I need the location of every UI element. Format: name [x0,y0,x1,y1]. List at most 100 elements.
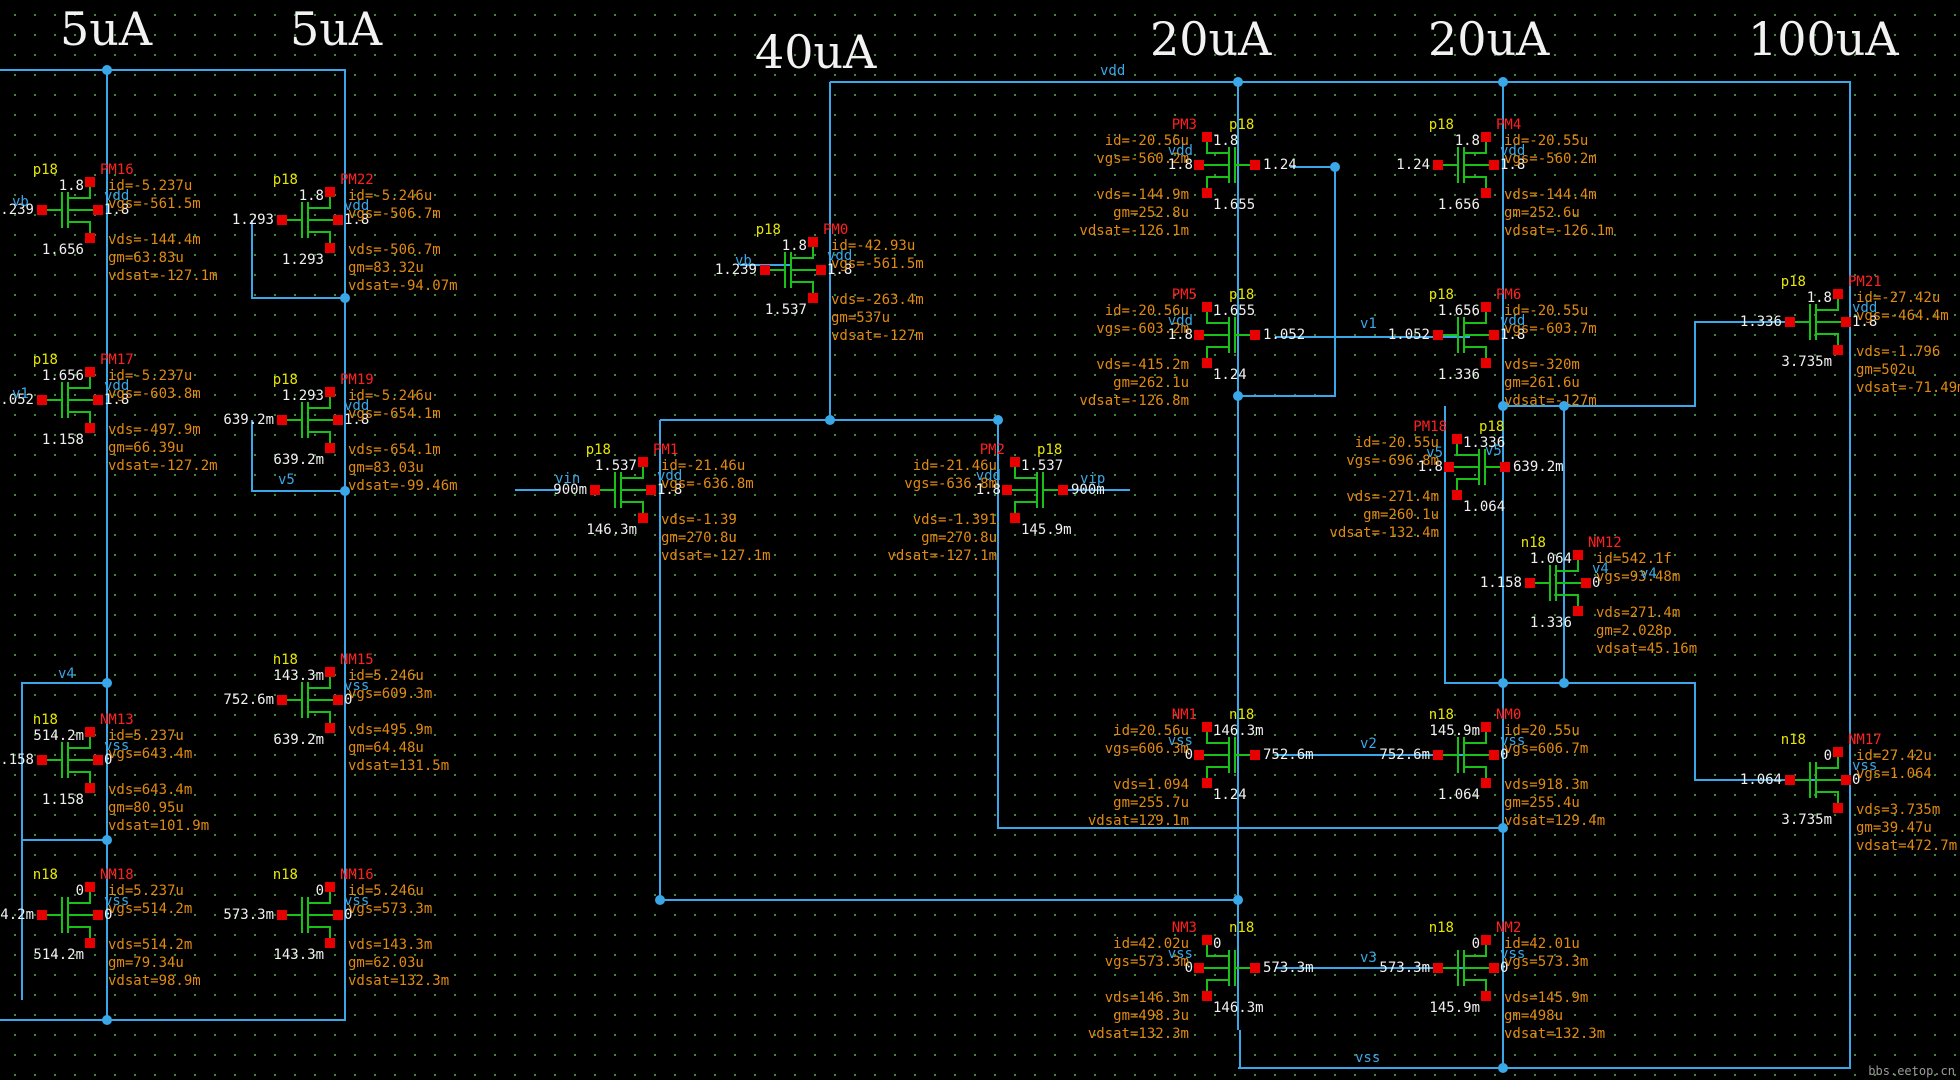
pin[interactable] [1785,317,1795,327]
pin[interactable] [1500,462,1510,472]
pin[interactable] [325,387,335,397]
pin[interactable] [325,187,335,197]
pin[interactable] [1833,345,1843,355]
pin[interactable] [816,265,826,275]
pin[interactable] [1250,750,1260,760]
pin[interactable] [1433,160,1443,170]
pin[interactable] [646,485,656,495]
pin[interactable] [1841,317,1851,327]
pin[interactable] [1202,722,1212,732]
pin[interactable] [1573,606,1583,616]
pin[interactable] [277,415,287,425]
pin[interactable] [277,910,287,920]
pin[interactable] [1194,330,1204,340]
pin[interactable] [1433,750,1443,760]
pin[interactable] [1202,188,1212,198]
pin[interactable] [37,910,47,920]
pin[interactable] [93,395,103,405]
pin[interactable] [333,215,343,225]
pin[interactable] [1489,750,1499,760]
pin[interactable] [325,443,335,453]
pin[interactable] [333,910,343,920]
pin[interactable] [760,265,770,275]
pin[interactable] [1250,330,1260,340]
pin[interactable] [85,233,95,243]
pin[interactable] [1489,963,1499,973]
pin[interactable] [590,485,600,495]
pin[interactable] [1194,963,1204,973]
pin[interactable] [1010,457,1020,467]
transistor-pm5[interactable]: p18PM51.6551.0521.241.8vddid=-20.56uvgs=… [1079,287,1305,409]
pin[interactable] [325,243,335,253]
pin[interactable] [1250,160,1260,170]
pin[interactable] [1452,434,1462,444]
pin[interactable] [1202,302,1212,312]
pin[interactable] [1202,778,1212,788]
pin[interactable] [1785,775,1795,785]
transistor-pm18[interactable]: p18PM181.336639.2m1.0641.8v5id=-20.55uvg… [1329,419,1563,541]
pin[interactable] [93,910,103,920]
pin[interactable] [1481,358,1491,368]
pin[interactable] [93,205,103,215]
transistor-pm2[interactable]: p18PM21.537900m145.9m1.8vddid=-21.46uvgs… [887,442,1104,564]
pin[interactable] [1481,188,1491,198]
transistor-nm1[interactable]: n18NM1146.3m752.6m1.240vssid=20.56uvgs=6… [1088,707,1314,829]
pin[interactable] [85,783,95,793]
pin[interactable] [1002,485,1012,495]
pin[interactable] [1250,963,1260,973]
pin[interactable] [85,938,95,948]
pin[interactable] [85,177,95,187]
transistor-pm17[interactable]: p18PM171.6561.0521.1581.8vddid=-5.237uvg… [0,352,218,474]
pin[interactable] [1525,578,1535,588]
pin[interactable] [1010,513,1020,523]
pin[interactable] [1489,160,1499,170]
pin[interactable] [325,938,335,948]
pin[interactable] [37,395,47,405]
pin[interactable] [37,205,47,215]
pin[interactable] [1481,132,1491,142]
pin[interactable] [1433,330,1443,340]
pin[interactable] [1573,550,1583,560]
pin[interactable] [325,882,335,892]
pin[interactable] [1481,302,1491,312]
transistor-pm16[interactable]: p18PM161.81.2391.6561.8vddid=-5.237uvgs=… [0,162,218,284]
pin[interactable] [93,755,103,765]
pin[interactable] [1058,485,1068,495]
pin[interactable] [333,695,343,705]
pin[interactable] [325,667,335,677]
transistor-nm13[interactable]: n18NM13514.2m1.1581.1580vssid=5.237uvgs=… [0,712,209,834]
pin[interactable] [1202,935,1212,945]
pin[interactable] [333,415,343,425]
pin[interactable] [1833,747,1843,757]
pin[interactable] [1489,330,1499,340]
pin[interactable] [1452,490,1462,500]
pin[interactable] [1841,775,1851,785]
pin[interactable] [1202,991,1212,1001]
pin[interactable] [638,457,648,467]
pin[interactable] [1433,963,1443,973]
pin[interactable] [808,293,818,303]
pin[interactable] [277,695,287,705]
pin[interactable] [277,215,287,225]
pin[interactable] [1481,935,1491,945]
pin[interactable] [808,237,818,247]
pin[interactable] [1194,750,1204,760]
pin[interactable] [85,882,95,892]
pin[interactable] [1481,778,1491,788]
transistor-pm3[interactable]: p18PM31.81.241.6551.8vddid=-20.56uvgs=-5… [1079,117,1296,239]
pin[interactable] [85,367,95,377]
pin[interactable] [1444,462,1454,472]
pin[interactable] [85,727,95,737]
pin[interactable] [37,755,47,765]
